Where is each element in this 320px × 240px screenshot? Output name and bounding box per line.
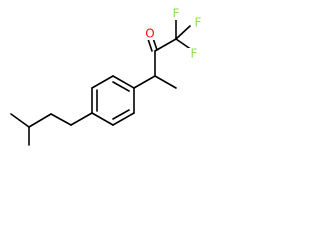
fluorine-top-label: F xyxy=(173,7,180,21)
fluorine-lower-label: F xyxy=(191,47,198,61)
bond-ring-double-top xyxy=(112,81,130,92)
bond-ring-c1-c2 xyxy=(70,112,93,126)
bond-ring-ch xyxy=(133,75,156,89)
fluorine-lower-label-background xyxy=(188,48,200,60)
bond-isobutyl-ch-ch2 xyxy=(28,113,52,128)
bond-isobutyl-ch3-a-ch xyxy=(10,113,30,128)
bond-carbonyl-cf3 xyxy=(154,38,177,52)
bond-ring-c3-c4 xyxy=(91,75,114,89)
bond-carbonyl-double-a xyxy=(147,38,153,52)
bond-cf3-f-right xyxy=(175,25,191,40)
oxygen-label: O xyxy=(145,27,154,41)
bond-ring-c7-c2 xyxy=(91,112,114,126)
bond-ring-c6-c7 xyxy=(112,112,135,126)
bond-ch-methyl xyxy=(154,75,177,89)
fluorine-right-label: F xyxy=(195,16,202,30)
bond-isobutyl-ch2-ring xyxy=(50,113,72,126)
bond-ring-double-bottom xyxy=(112,109,130,120)
oxygen-label-background xyxy=(144,28,156,40)
chemical-structure-diagram: O F F F xyxy=(10,7,204,146)
bond-ring-c4-c5 xyxy=(112,75,135,89)
fluorine-right-label-background xyxy=(192,17,204,29)
fluorine-top-label-background xyxy=(170,8,182,20)
